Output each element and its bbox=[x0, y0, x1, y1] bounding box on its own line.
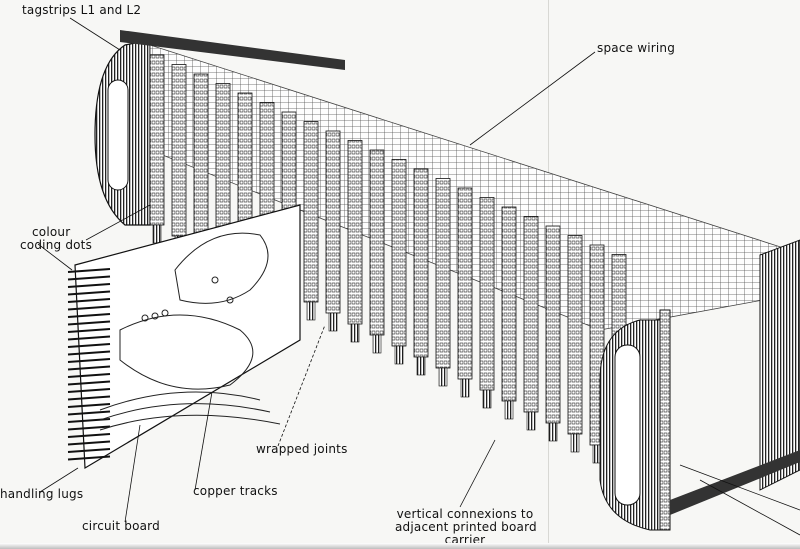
handling-lug bbox=[67, 328, 111, 333]
board-foot bbox=[570, 433, 580, 453]
handling-lug bbox=[67, 365, 111, 371]
handling-lug bbox=[67, 290, 111, 296]
board-carrier bbox=[523, 216, 539, 413]
board-carrier bbox=[413, 168, 429, 358]
board-carrier bbox=[303, 121, 319, 303]
board-foot bbox=[504, 400, 514, 420]
board-carrier bbox=[457, 187, 473, 380]
board-carrier bbox=[567, 235, 583, 435]
board-foot bbox=[416, 356, 426, 376]
board-foot bbox=[548, 422, 558, 442]
handling-lug bbox=[67, 418, 111, 423]
board-foot bbox=[328, 312, 338, 332]
handling-lug bbox=[67, 335, 111, 341]
handling-lugs-strip bbox=[67, 268, 111, 461]
handling-lug bbox=[67, 313, 111, 318]
handling-lug bbox=[67, 410, 111, 416]
board-carrier bbox=[325, 130, 341, 314]
handling-lug bbox=[67, 373, 111, 378]
handling-lug bbox=[67, 425, 111, 431]
board-foot bbox=[526, 411, 536, 431]
handling-lug bbox=[67, 358, 111, 363]
handling-lug bbox=[67, 305, 111, 311]
board-foot bbox=[152, 224, 162, 244]
handling-lug bbox=[67, 440, 111, 446]
leader-copper-tracks bbox=[194, 391, 213, 491]
handling-lug bbox=[67, 343, 111, 348]
label-wrapped-joints: wrapped joints bbox=[256, 442, 348, 456]
board-carrier bbox=[391, 159, 407, 347]
handling-lug bbox=[67, 283, 111, 288]
leader-tagstrips bbox=[69, 17, 121, 51]
leader-circuit-board bbox=[124, 424, 141, 523]
board-foot bbox=[460, 378, 470, 398]
board-foot bbox=[482, 389, 492, 409]
board-carrier bbox=[193, 73, 209, 248]
label-vertical-line2: adjacent printed board bbox=[395, 520, 537, 534]
label-circuit-board: circuit board bbox=[82, 519, 160, 533]
board-carrier bbox=[347, 140, 363, 325]
handling-lug bbox=[67, 433, 111, 438]
board-carrier bbox=[545, 225, 561, 424]
label-handling-lugs: handling lugs bbox=[0, 487, 84, 501]
label-coding-dots: coding dots bbox=[20, 238, 93, 252]
board-foot bbox=[394, 345, 404, 365]
leader-vertical-connexions bbox=[459, 439, 496, 508]
label-vertical-line1: vertical connexions to bbox=[396, 507, 534, 521]
circuit-board bbox=[67, 204, 301, 470]
left-end-plate bbox=[94, 30, 345, 226]
leader-space-wiring bbox=[469, 51, 596, 146]
label-copper-tracks: copper tracks bbox=[193, 484, 278, 498]
leader-colour-dots-2 bbox=[37, 243, 73, 271]
board-carrier bbox=[171, 64, 187, 237]
page-edge bbox=[0, 543, 800, 549]
label-tagstrips: tagstrips L1 and L2 bbox=[22, 3, 142, 17]
board-foot bbox=[350, 323, 360, 343]
board-foot bbox=[372, 334, 382, 354]
label-colour: colour bbox=[32, 225, 71, 239]
handling-lug bbox=[67, 403, 111, 408]
handling-lug bbox=[67, 448, 111, 453]
handling-lug bbox=[67, 388, 111, 393]
leader-right-2 bbox=[699, 479, 800, 536]
leader-lines bbox=[37, 17, 800, 536]
handling-lug bbox=[67, 275, 111, 281]
board-carrier bbox=[501, 206, 517, 402]
handling-lug bbox=[67, 320, 111, 326]
board-carrier bbox=[149, 54, 165, 226]
leader-wrapped-joints bbox=[277, 324, 326, 447]
board-carrier bbox=[479, 197, 495, 391]
handling-lug bbox=[67, 380, 111, 386]
leader-handling-lugs bbox=[39, 467, 79, 493]
handling-lug bbox=[67, 350, 111, 356]
handling-lug bbox=[67, 455, 111, 461]
leader-colour-dots bbox=[85, 204, 151, 241]
right-end-plate bbox=[599, 239, 800, 531]
handling-lug bbox=[67, 268, 111, 273]
handling-lug bbox=[67, 395, 111, 401]
label-space-wiring: space wiring bbox=[597, 41, 676, 55]
leader-right-1 bbox=[679, 464, 800, 511]
handling-lug bbox=[67, 298, 111, 303]
board-foot bbox=[438, 367, 448, 387]
board-carrier bbox=[435, 178, 451, 369]
board-foot bbox=[306, 301, 316, 321]
label-vertical-connexions: vertical connexions to adjacent printed … bbox=[395, 507, 537, 547]
board-carrier bbox=[369, 149, 385, 336]
